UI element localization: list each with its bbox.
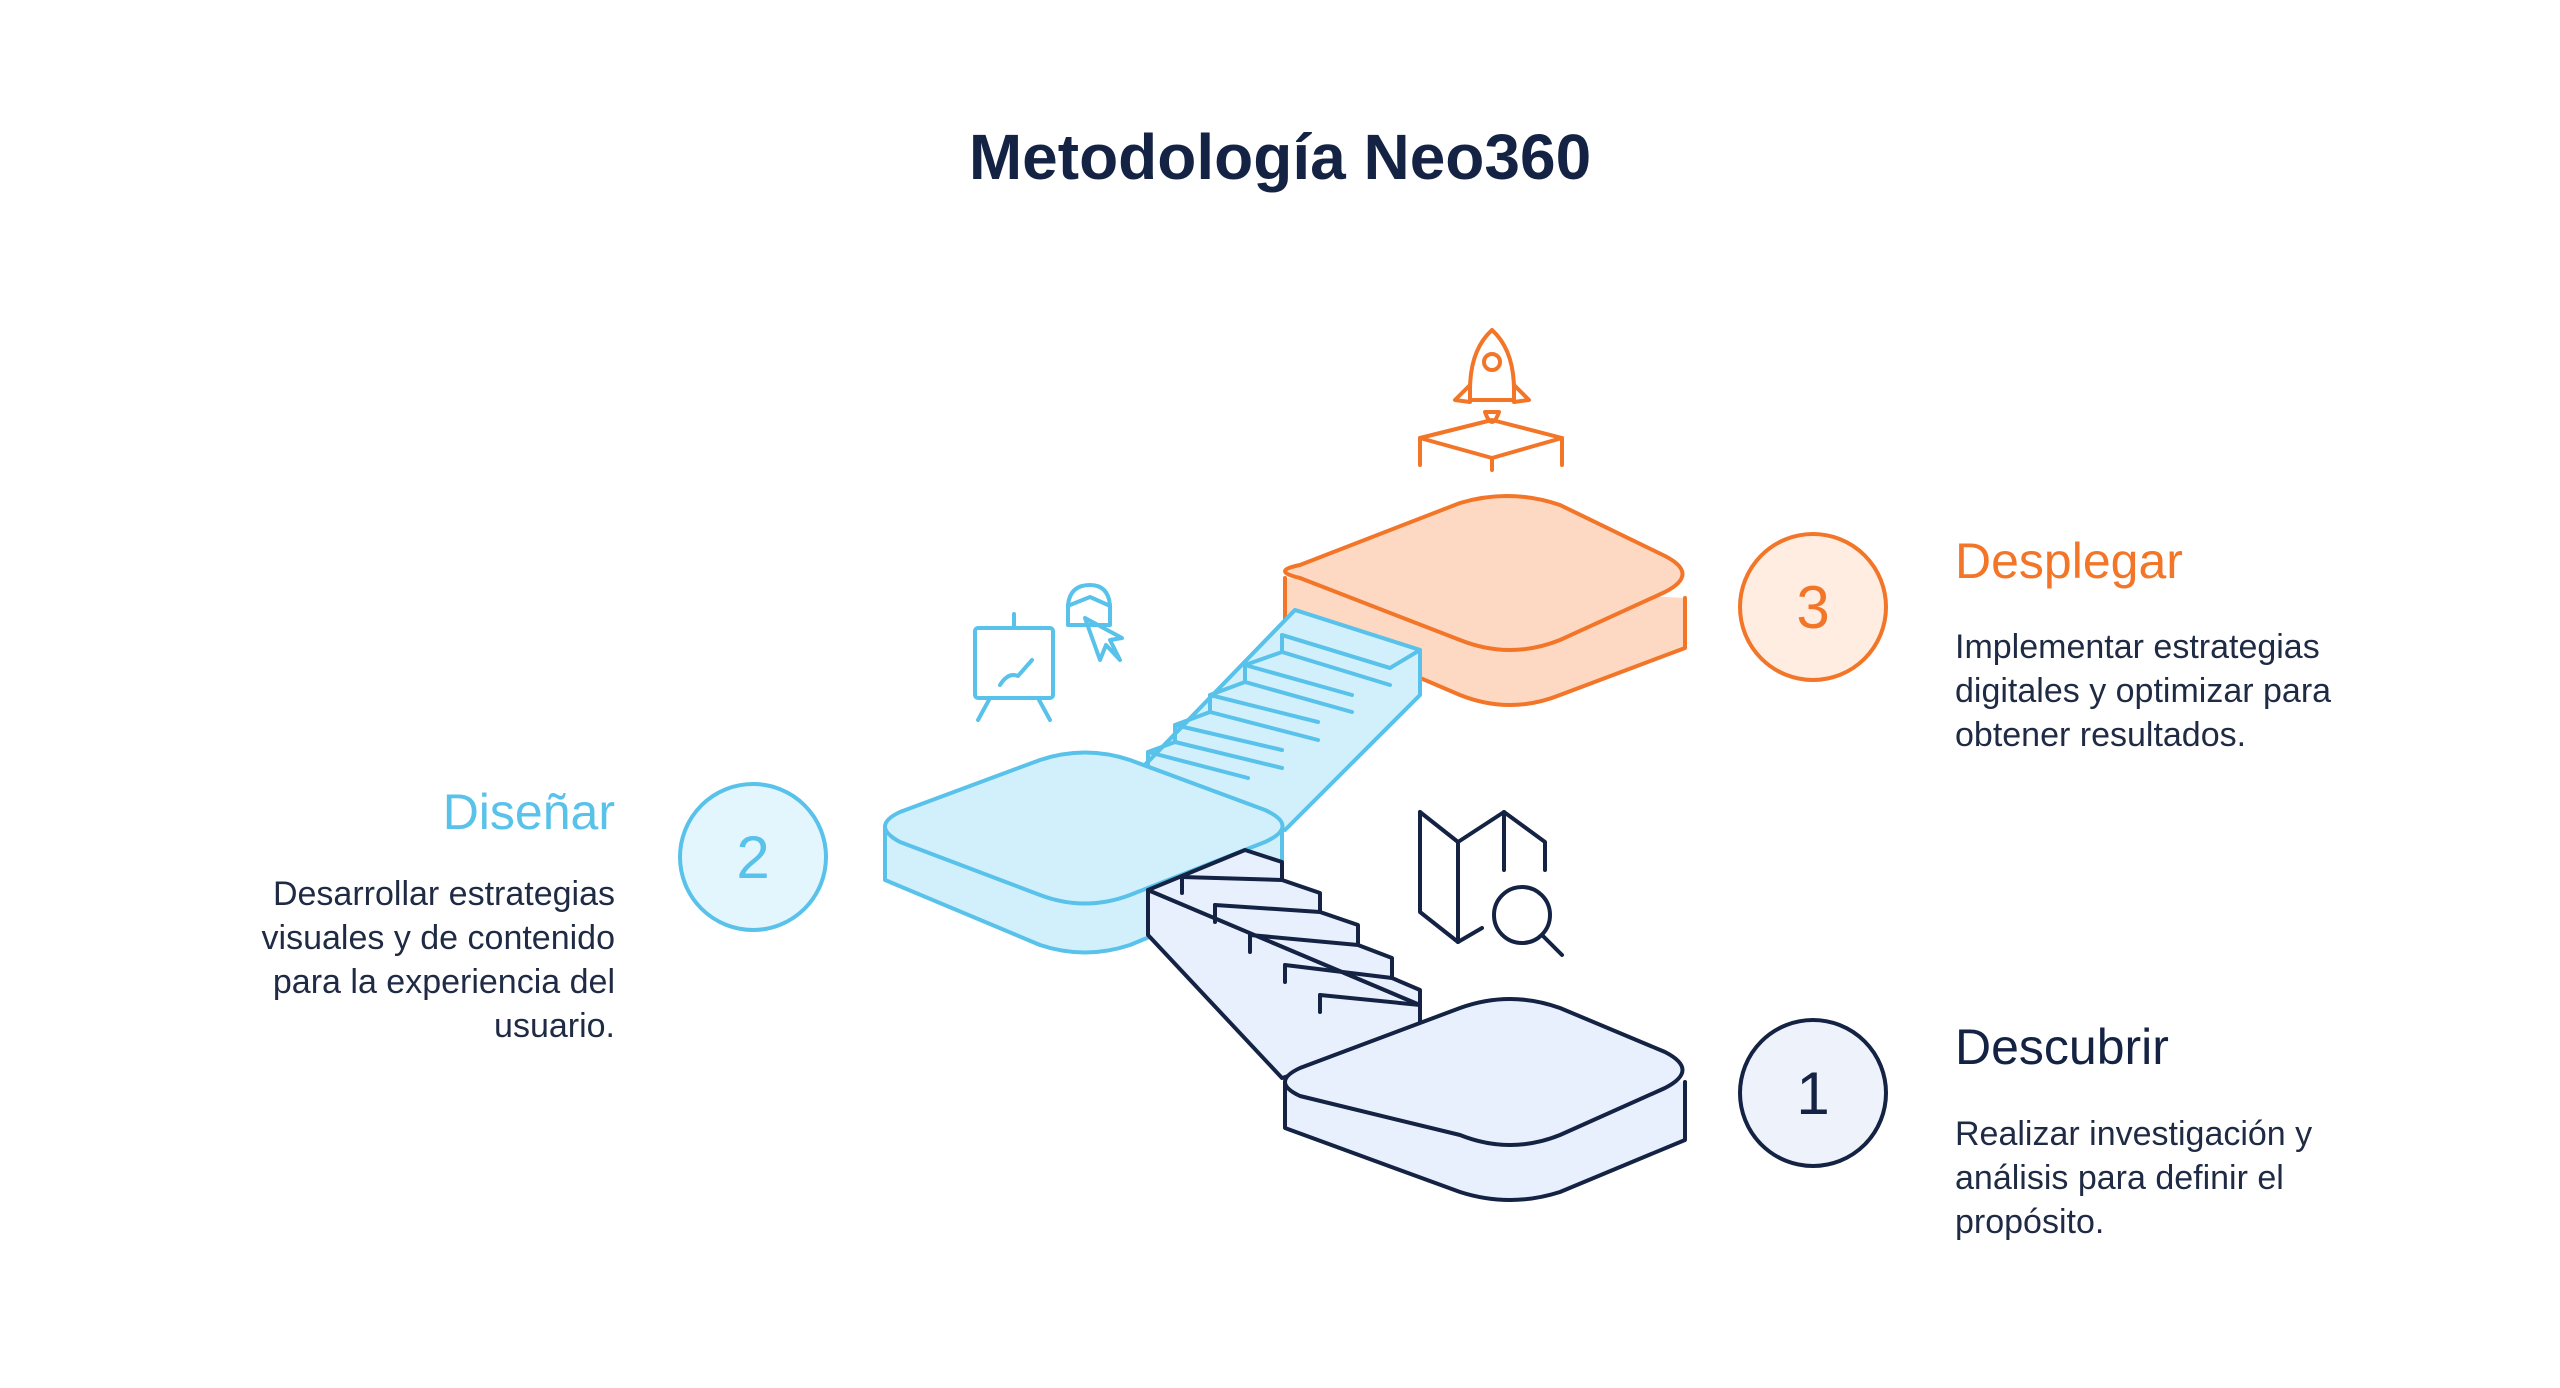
step-1-number-circle: 1 (1738, 1018, 1888, 1168)
stairs-discover-to-design (1146, 848, 1422, 1080)
step-3-number-circle: 3 (1738, 532, 1888, 682)
map-search-icon (1418, 810, 1564, 957)
step-2-title: Diseñar (442, 784, 615, 840)
step-1-title: Descubrir (1955, 1019, 2169, 1075)
platform-deploy (1283, 493, 1687, 707)
design-easel-icon (973, 583, 1124, 722)
step-3-title: Desplegar (1955, 533, 2183, 589)
step-1-description: Realizar investigación y análisis para d… (1955, 1115, 2313, 1241)
step-1-number: 1 (1796, 1059, 1830, 1127)
step-2-number-circle: 2 (678, 782, 828, 932)
step-3-description: Implementar estrategias digitales y opti… (1955, 628, 2332, 754)
stairs-design-to-deploy (1138, 608, 1422, 832)
platform-discover (1283, 997, 1687, 1202)
rocket-launch-icon (1418, 328, 1564, 472)
step-2-description: Desarrollar estrategias visuales y de co… (261, 875, 615, 1045)
step-3-number: 3 (1796, 573, 1830, 641)
step-2-number: 2 (736, 823, 770, 891)
diagram-title: Metodología Neo360 (968, 121, 1592, 193)
